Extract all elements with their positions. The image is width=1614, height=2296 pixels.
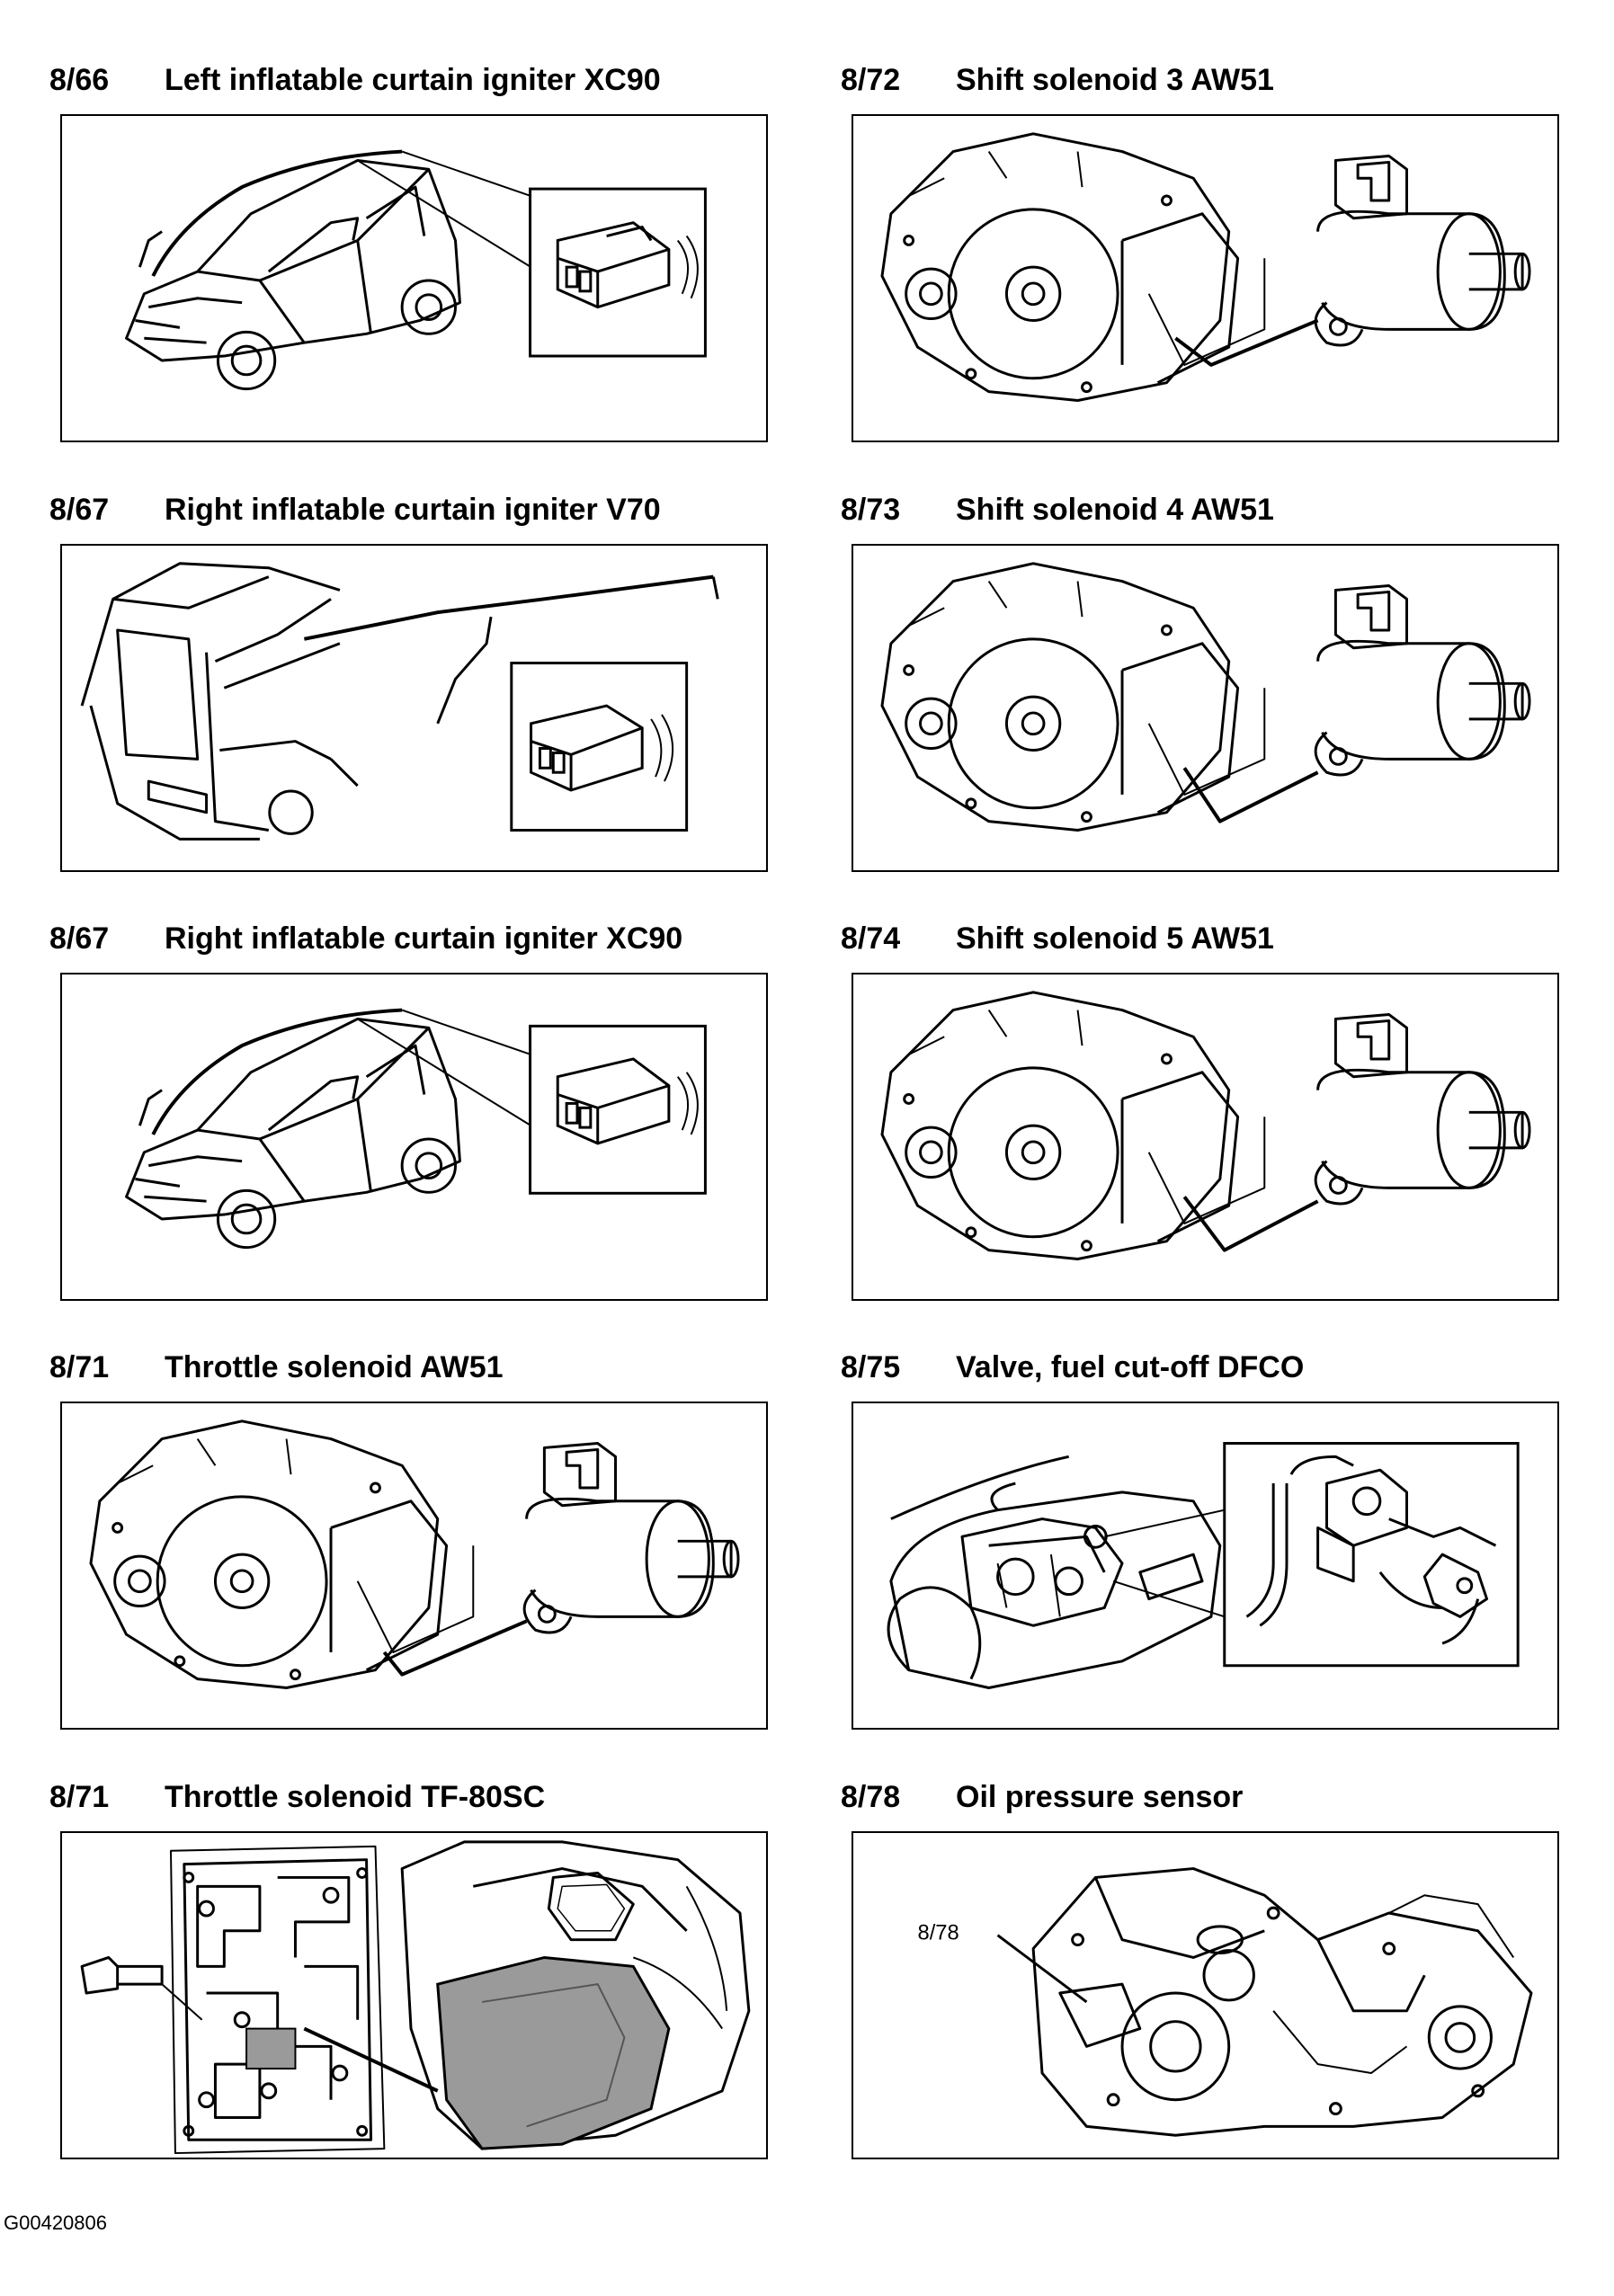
- panel-title: Throttle solenoid TF-80SC: [165, 1780, 546, 1814]
- panel-title: Throttle solenoid AW51: [165, 1350, 504, 1384]
- valve-body-transmission-illustration: [80, 1840, 751, 2155]
- panel-title: Right inflatable curtain igniter V70: [165, 493, 661, 527]
- panel-number: 8/66: [49, 63, 110, 97]
- engine-bay-valve-illustration: [887, 1442, 1520, 1689]
- panel-number: 8/73: [841, 493, 901, 527]
- suv-curtain-igniter-illustration: [125, 149, 707, 391]
- panel-number: 8/78: [841, 1780, 901, 1814]
- illustration-frame: [60, 1402, 768, 1730]
- panel-title: Shift solenoid 4 AW51: [956, 493, 1274, 527]
- illustration-frame: [60, 114, 768, 442]
- panel-number: 8/71: [49, 1780, 110, 1814]
- illustration-frame: [852, 973, 1559, 1301]
- illustration-frame: [852, 114, 1559, 442]
- panel-number: 8/67: [49, 921, 110, 956]
- panel-title: Valve, fuel cut-off DFCO: [956, 1350, 1305, 1384]
- document-id: G00420806: [4, 2211, 107, 2234]
- illustration-frame: [852, 544, 1559, 872]
- suv-curtain-igniter-illustration: [125, 1008, 707, 1250]
- illustration-frame: [60, 1831, 768, 2159]
- transmission-solenoid-illustration: [89, 1419, 740, 1689]
- panel-title: Left inflatable curtain igniter XC90: [165, 63, 661, 97]
- panel-title: Right inflatable curtain igniter XC90: [165, 921, 683, 956]
- panel-title: Shift solenoid 5 AW51: [956, 921, 1274, 956]
- panel-number: 8/72: [841, 63, 901, 97]
- transmission-solenoid-illustration: [880, 132, 1531, 402]
- illustration-frame: [60, 544, 768, 872]
- transmission-oil-sensor-illustration: 8/78: [918, 1867, 1533, 2137]
- transmission-solenoid-illustration: [880, 562, 1531, 832]
- sensor-callout-label: 8/78: [918, 1922, 959, 1945]
- panel-number: 8/74: [841, 921, 901, 956]
- illustration-frame: 8/78: [852, 1831, 1559, 2159]
- transmission-solenoid-illustration: [880, 991, 1531, 1260]
- panel-number: 8/71: [49, 1350, 110, 1384]
- panel-number: 8/75: [841, 1350, 901, 1384]
- panel-title: Shift solenoid 3 AW51: [956, 63, 1274, 97]
- illustration-frame: [852, 1402, 1559, 1730]
- wagon-curtain-igniter-illustration: [80, 562, 719, 841]
- panel-title: Oil pressure sensor: [956, 1780, 1244, 1814]
- panel-number: 8/67: [49, 493, 110, 527]
- illustration-frame: [60, 973, 768, 1301]
